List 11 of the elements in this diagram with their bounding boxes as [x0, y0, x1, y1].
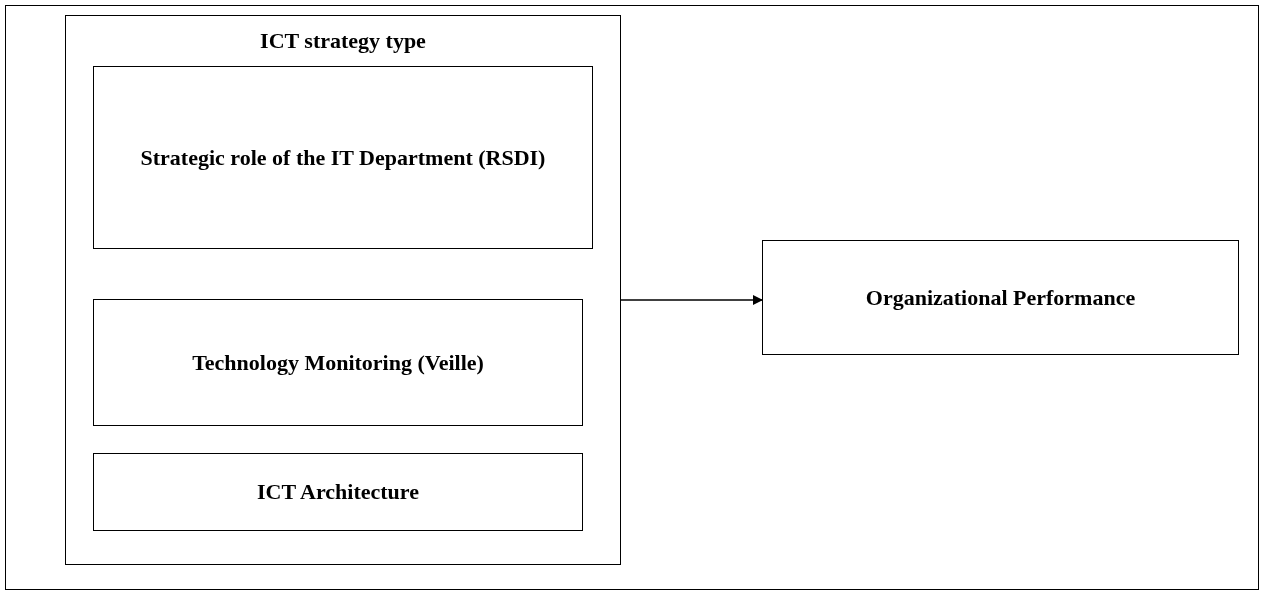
box-label: Organizational Performance — [865, 283, 1136, 312]
concept-box — [93, 453, 583, 531]
box-label: Strategic role of the IT Department (RSDI) — [140, 143, 546, 172]
group-box — [65, 15, 621, 565]
box-label: Technology Monitoring (Veille) — [192, 348, 484, 377]
box-label: ICT Architecture — [257, 478, 419, 506]
concept-box — [93, 299, 583, 426]
concept-box — [762, 240, 1239, 355]
concept-box — [93, 66, 593, 249]
arrow — [620, 295, 763, 305]
group-heading: ICT strategy type — [260, 27, 426, 55]
